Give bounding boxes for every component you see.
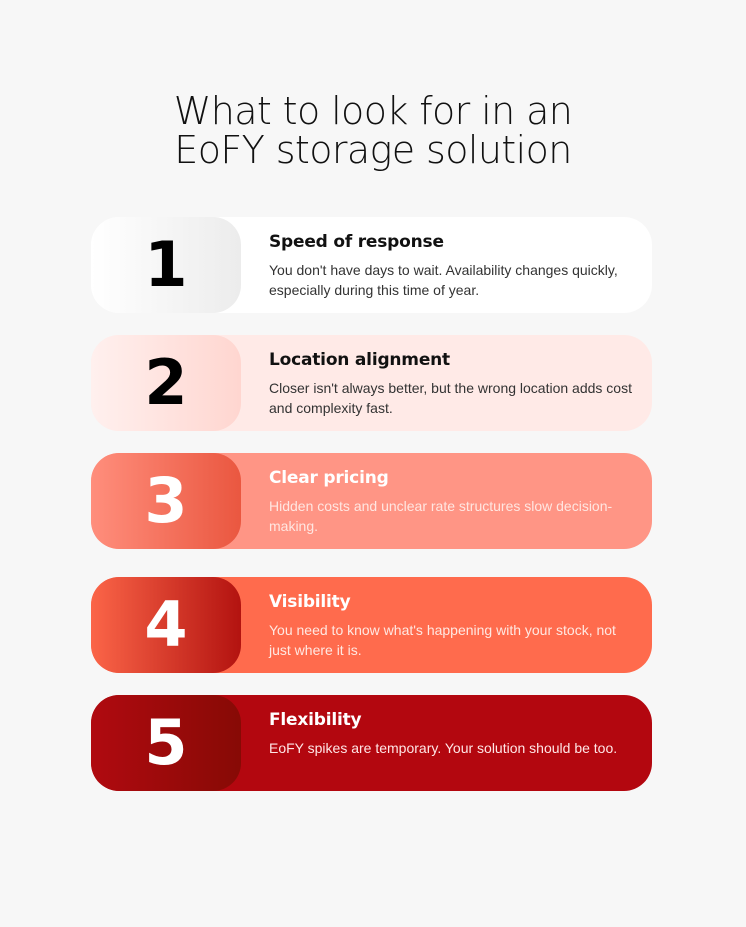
card-title: Visibility [269,592,351,612]
list-item-clear-pricing: 3 Clear pricing Hidden costs and unclear… [91,453,652,549]
number-label: 3 [144,464,188,537]
number-badge: 5 [91,695,241,791]
number-label: 5 [144,706,188,779]
list-item-speed-of-response: 1 Speed of response You don't have days … [91,217,652,313]
card-description: Hidden costs and unclear rate structures… [269,498,613,534]
number-badge: 2 [91,335,241,431]
card-description: You don't have days to wait. Availabilit… [269,262,618,298]
number-label: 2 [144,346,188,419]
card-content: Speed of response You don't have days to… [269,231,639,300]
number-badge: 3 [91,453,241,549]
card-description: You need to know what's happening with y… [269,622,616,658]
card-title: Location alignment [269,350,450,370]
number-badge: 1 [91,217,241,313]
card-content: Location alignment Closer isn't always b… [269,349,639,418]
page-title: What to look for in an EoFY storage solu… [0,92,746,170]
number-label: 4 [144,588,188,661]
list-item-flexibility: 5 Flexibility EoFY spikes are temporary.… [91,695,652,791]
card-content: Clear pricing Hidden costs and unclear r… [269,467,639,536]
card-content: Flexibility EoFY spikes are temporary. Y… [269,709,639,758]
list-item-visibility: 4 Visibility You need to know what's hap… [91,577,652,673]
card-description: EoFY spikes are temporary. Your solution… [269,740,618,756]
list-item-location-alignment: 2 Location alignment Closer isn't always… [91,335,652,431]
card-content: Visibility You need to know what's happe… [269,591,639,660]
page-title-line-1: What to look for in an [173,89,573,133]
number-label: 1 [144,228,188,301]
card-title: Clear pricing [269,468,389,488]
number-badge: 4 [91,577,241,673]
page-title-line-2: EoFY storage solution [174,128,572,172]
card-title: Speed of response [269,232,444,252]
card-description: Closer isn't always better, but the wron… [269,380,632,416]
card-title: Flexibility [269,710,362,730]
